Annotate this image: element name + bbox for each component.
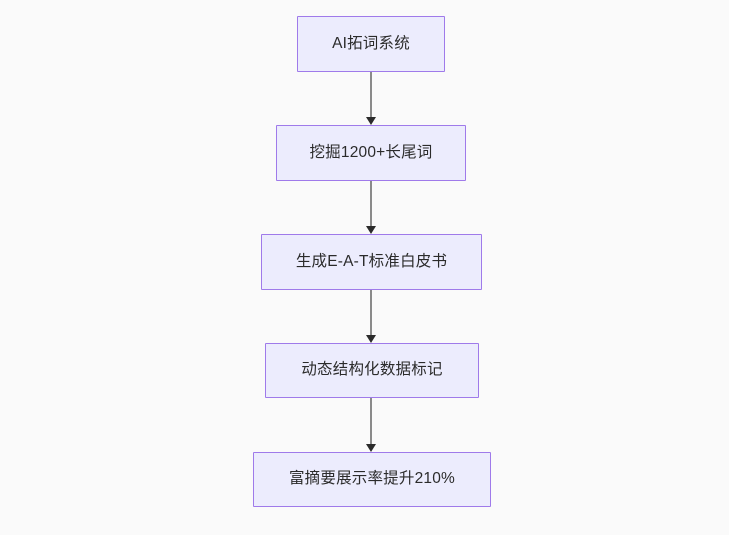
arrowhead-icon [366,335,376,343]
arrowhead-icon [366,444,376,452]
flowchart-node-3[interactable]: 生成E-A-T标准白皮书 [261,234,482,290]
flowchart-node-4-label: 动态结构化数据标记 [301,361,443,379]
flowchart-edge-3-to-4 [366,290,376,343]
edge-line [370,398,372,444]
edge-line [370,72,372,117]
flowchart-node-2[interactable]: 挖掘1200+长尾词 [276,125,466,181]
flowchart-node-5[interactable]: 富摘要展示率提升210% [253,452,491,507]
arrowhead-icon [366,226,376,234]
flowchart-node-3-label: 生成E-A-T标准白皮书 [295,252,448,270]
edge-line [370,290,372,335]
flowchart-edge-1-to-2 [366,72,376,125]
flowchart-edge-4-to-5 [366,398,376,452]
flowchart-node-2-label: 挖掘1200+长尾词 [309,143,433,161]
flowchart-node-4[interactable]: 动态结构化数据标记 [265,343,479,398]
flowchart-node-5-label: 富摘要展示率提升210% [288,470,456,488]
arrowhead-icon [366,117,376,125]
edge-line [370,181,372,226]
flowchart-edge-2-to-3 [366,181,376,234]
flowchart-node-1-label: AI拓词系统 [332,34,410,52]
flowchart-node-1[interactable]: AI拓词系统 [297,16,445,72]
